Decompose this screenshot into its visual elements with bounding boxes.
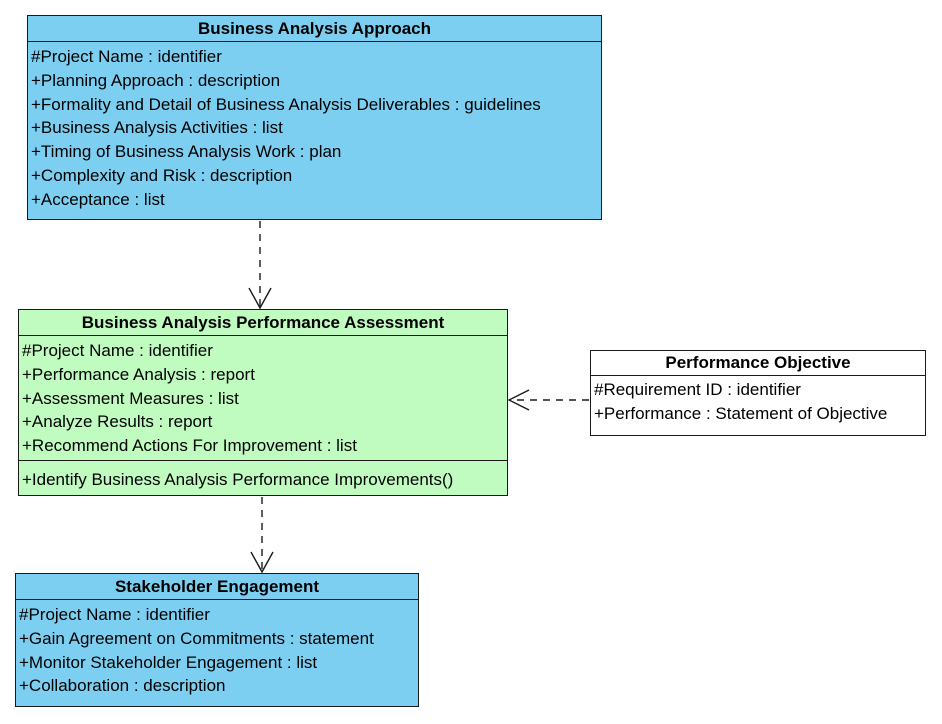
class-stakeholder-engagement[interactable]: Stakeholder Engagement #Project Name : i… — [15, 573, 419, 707]
open-arrowhead-objective-to-assessment — [507, 389, 530, 411]
class-attribute: +Planning Approach : description — [31, 70, 281, 90]
class-attribute: #Project Name : identifier — [31, 47, 222, 66]
class-title: Business Analysis Approach — [28, 16, 601, 42]
attribute-compartment: #Project Name : identifier +Gain Agreeme… — [16, 600, 418, 700]
class-title: Business Analysis Performance Assessment — [19, 310, 507, 336]
class-operation: +Identify Business Analysis Performance … — [22, 469, 454, 489]
class-performance-objective[interactable]: Performance Objective #Requirement ID : … — [590, 350, 926, 436]
class-attribute: +Timing of Business Analysis Work : plan — [31, 142, 342, 162]
class-attribute: +Complexity and Risk : description — [31, 165, 293, 185]
class-title: Stakeholder Engagement — [16, 574, 418, 600]
open-arrowhead-approach-to-assessment — [248, 287, 272, 310]
class-attribute: #Requirement ID : identifier — [594, 380, 801, 399]
class-attribute: +Recommend Actions For Improvement : lis… — [22, 436, 357, 456]
class-attribute: +Formality and Detail of Business Analys… — [31, 94, 541, 114]
class-attribute: +Monitor Stakeholder Engagement : list — [19, 652, 318, 672]
class-attribute: #Project Name : identifier — [22, 341, 213, 360]
class-attribute: +Business Analysis Activities : list — [31, 118, 283, 138]
class-title: Performance Objective — [591, 351, 925, 376]
operation-compartment: +Identify Business Analysis Performance … — [19, 459, 507, 496]
open-arrowhead-assessment-to-engagement — [250, 551, 274, 574]
attribute-compartment: #Project Name : identifier +Planning App… — [28, 42, 601, 214]
class-attribute: #Project Name : identifier — [19, 605, 210, 624]
class-business-analysis-performance-assessment[interactable]: Business Analysis Performance Assessment… — [18, 309, 508, 496]
class-attribute: +Performance Analysis : report — [22, 364, 255, 384]
class-attribute: +Assessment Measures : list — [22, 388, 239, 408]
class-attribute: +Acceptance : list — [31, 189, 165, 209]
class-attribute: +Analyze Results : report — [22, 412, 213, 432]
attribute-compartment: #Requirement ID : identifier +Performanc… — [591, 376, 925, 428]
class-attribute: +Performance : Statement of Objective — [594, 403, 888, 423]
attribute-compartment: #Project Name : identifier +Performance … — [19, 336, 507, 460]
class-business-analysis-approach[interactable]: Business Analysis Approach #Project Name… — [27, 15, 602, 220]
class-attribute: +Collaboration : description — [19, 676, 226, 696]
class-attribute: +Gain Agreement on Commitments : stateme… — [19, 628, 374, 648]
